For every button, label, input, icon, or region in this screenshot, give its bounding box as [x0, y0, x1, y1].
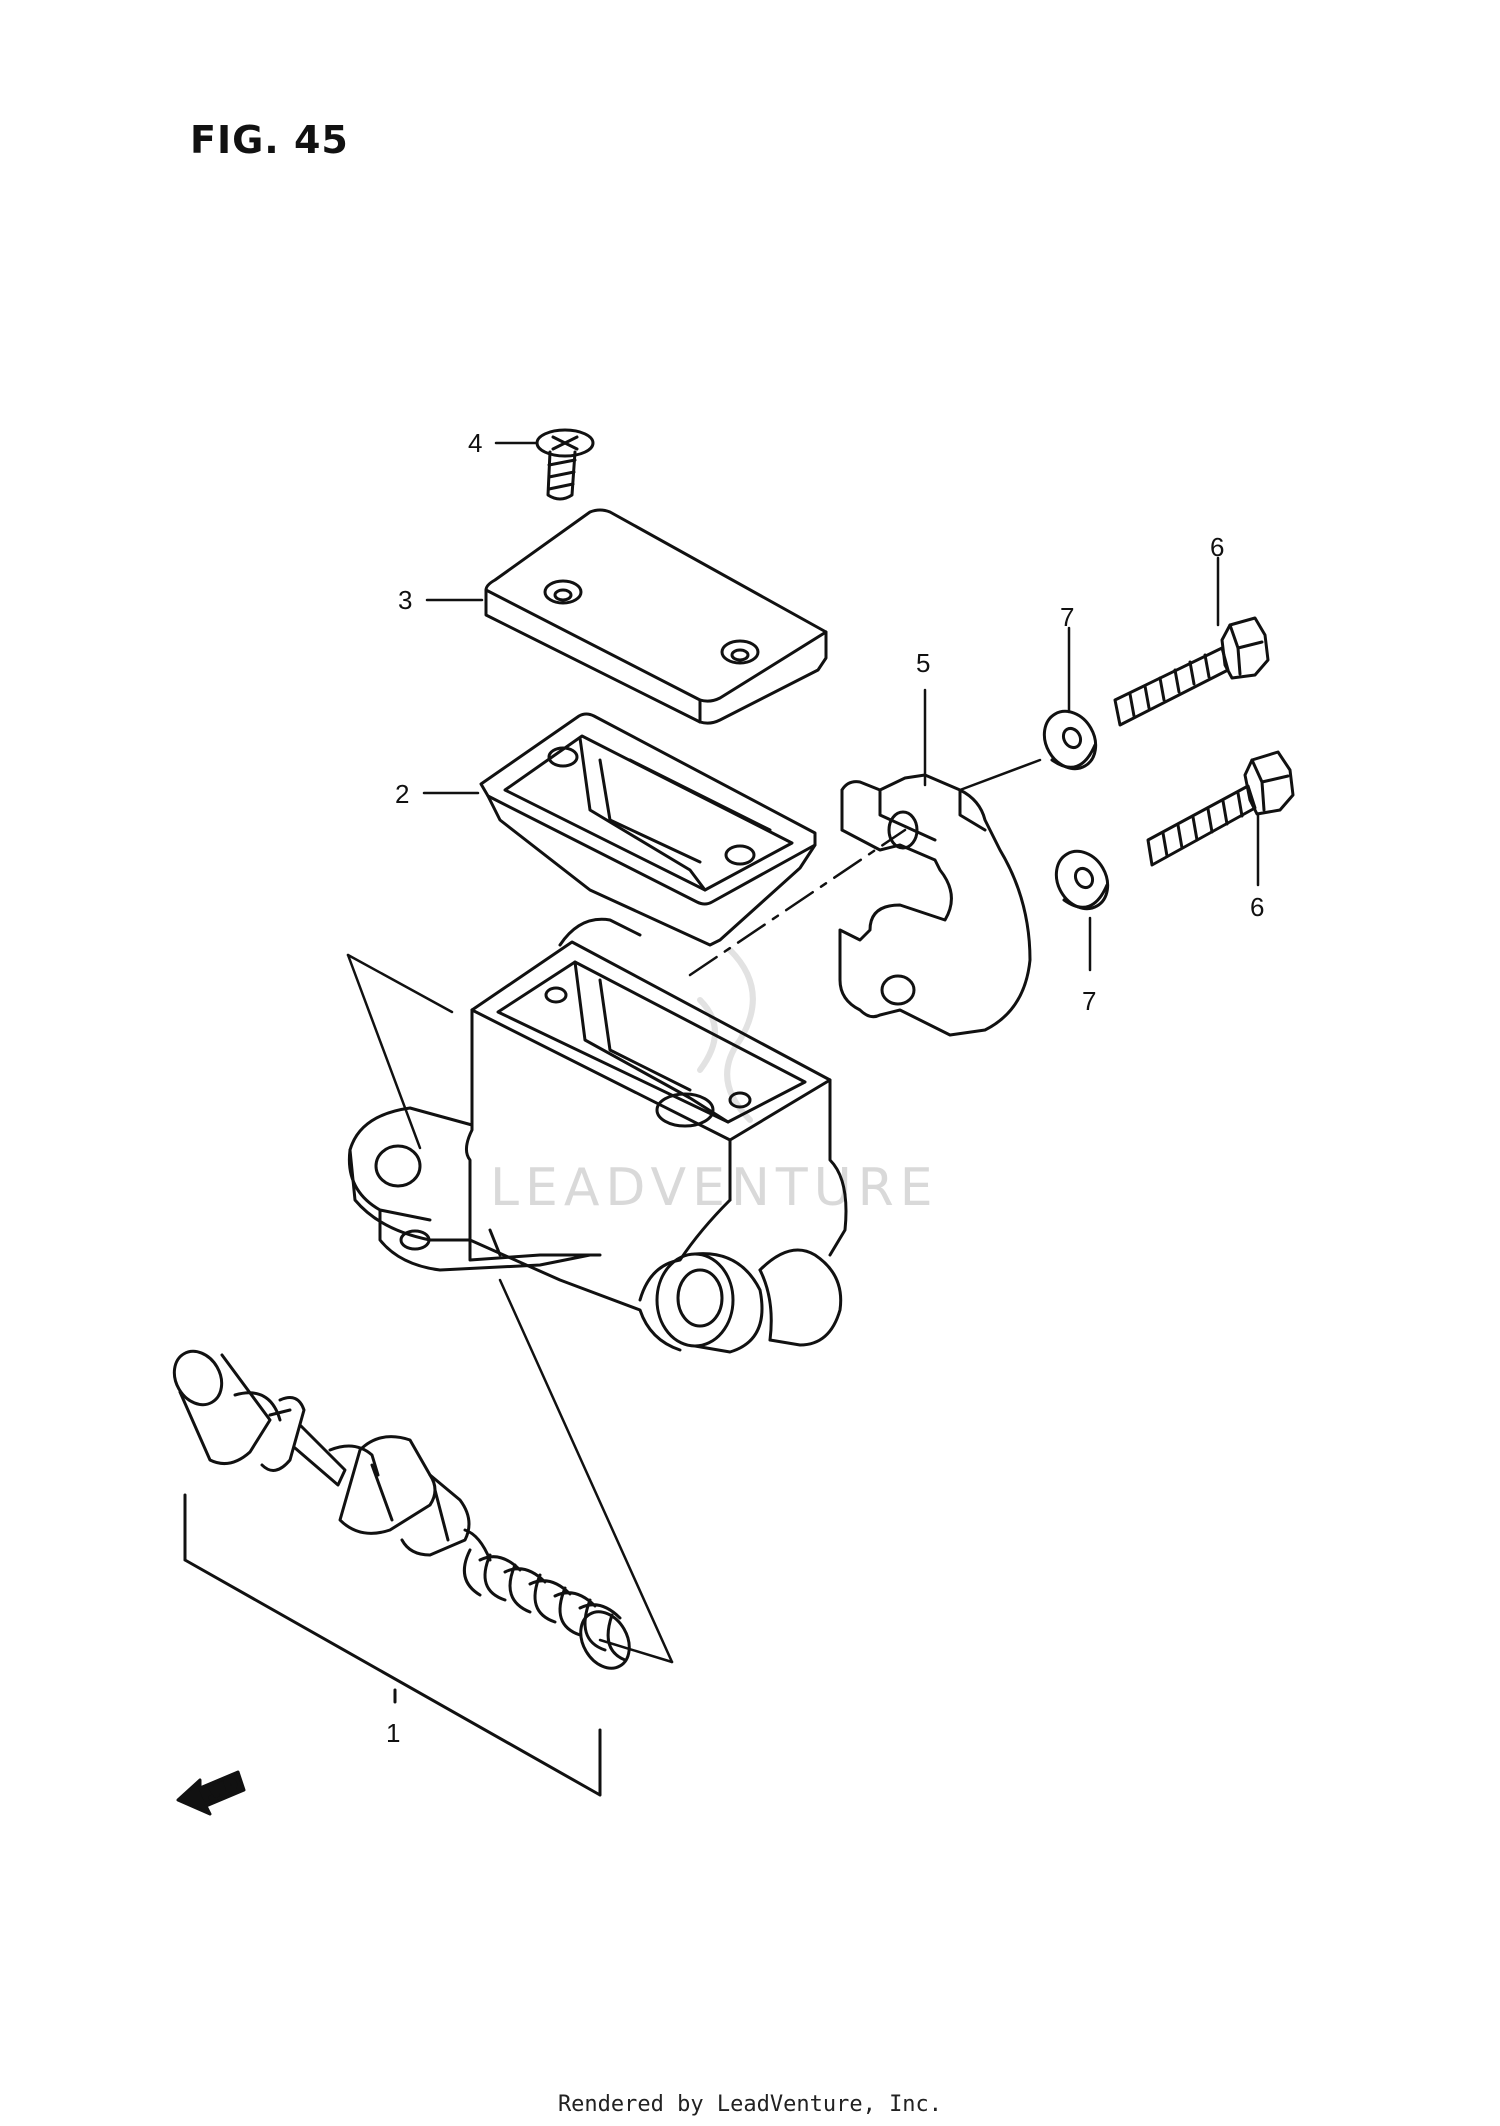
fwd-arrow-icon: FWD [176, 1770, 246, 1816]
part-6-bolt-upper [1113, 616, 1270, 727]
part-6-bolt-lower [1146, 750, 1295, 867]
part-5-clamp [838, 773, 1032, 1037]
callout-2: 2 [395, 779, 409, 809]
callout-6-upper: 6 [1210, 532, 1224, 562]
part-3-reservoir-cap [484, 508, 828, 725]
assembly-guide-lines [346, 758, 1042, 1664]
part-2-diaphragm [479, 712, 817, 947]
callout-5: 5 [916, 648, 930, 678]
part-4-screw [535, 428, 595, 501]
callout-leaders [393, 441, 1260, 1702]
master-cylinder-body [347, 917, 848, 1354]
footer-credit: Rendered by LeadVenture, Inc. [557, 2092, 943, 2117]
callout-4: 4 [468, 428, 482, 458]
watermark-text: LEADVENTURE [490, 1158, 939, 1218]
part-7-washer-lower [1054, 849, 1110, 911]
part-1-piston-kit [172, 1349, 631, 1797]
callout-7-upper: 7 [1060, 602, 1074, 632]
callout-1: 1 [386, 1718, 400, 1748]
callout-7-lower: 7 [1082, 986, 1096, 1016]
part-7-washer-upper [1042, 709, 1098, 771]
callout-6-lower: 6 [1250, 892, 1264, 922]
figure-title: FIG. 45 [190, 118, 349, 162]
callout-3: 3 [398, 585, 412, 615]
